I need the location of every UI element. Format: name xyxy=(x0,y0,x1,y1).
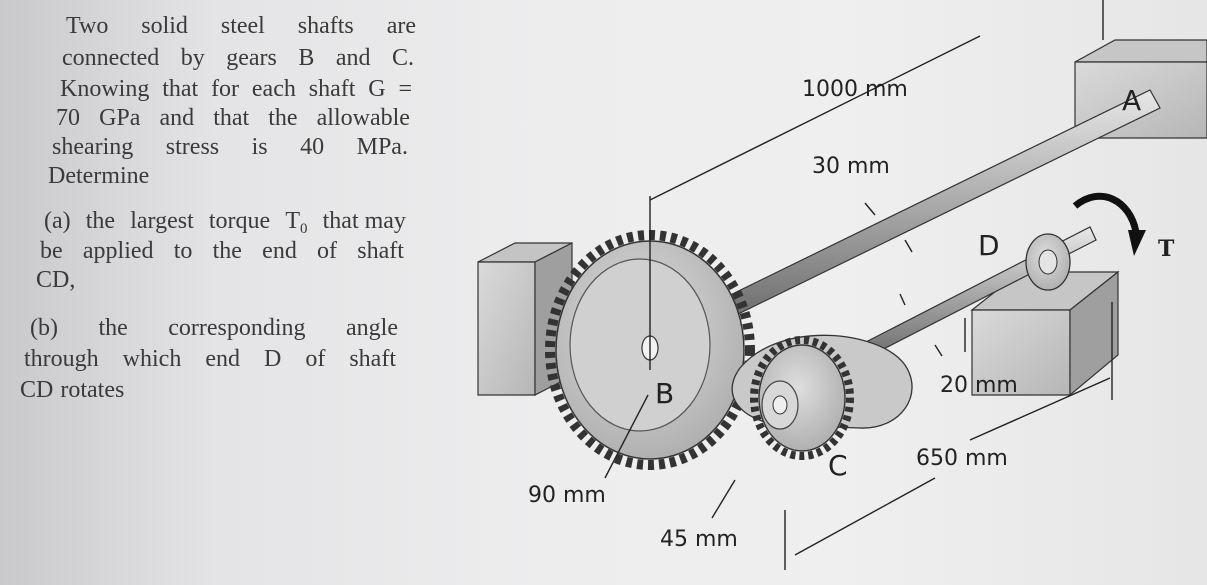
problem-line-10: (b) the corresponding angle xyxy=(30,315,398,341)
dim-length-cd: 650 mm xyxy=(916,446,1008,471)
problem-line-2: connected by gears B and C. xyxy=(62,45,414,71)
problem-line-5: shearing stress is 40 MPa. xyxy=(52,134,408,160)
problem-line-6: Determine xyxy=(48,163,150,189)
torque-subscript: 0 xyxy=(300,221,308,237)
dim-length-ab: 1000 mm xyxy=(802,77,908,102)
label-gear-c: C xyxy=(828,449,848,482)
dim-radius-c: 45 mm xyxy=(660,527,738,552)
problem-line-8: be applied to the end of shaft xyxy=(40,238,404,264)
label-end-d: D xyxy=(978,229,1000,262)
torque-symbol: T0 xyxy=(285,207,307,238)
dimension-lines xyxy=(604,0,1113,570)
torque-arrow xyxy=(1072,192,1146,256)
problem-line-9: CD, xyxy=(36,267,76,293)
problem-line-11: through which end D of shaft xyxy=(24,346,396,372)
dim-diameter-ab: 30 mm xyxy=(812,154,890,179)
gear-c xyxy=(750,336,854,460)
label-torque-t: T xyxy=(1158,236,1175,262)
dim-radius-b: 90 mm xyxy=(528,483,606,508)
collar-d xyxy=(1025,233,1071,291)
label-support-a: A xyxy=(1122,84,1141,117)
problem-line-12: CD rotates xyxy=(20,377,125,403)
problem-statement: Two solid steel shafts are connected by … xyxy=(0,0,460,585)
label-gear-b: B xyxy=(655,377,674,410)
problem-line-1: Two solid steel shafts are xyxy=(66,13,416,39)
problem-line-7: (a) the largest torque T0 that may xyxy=(44,207,406,238)
dim-diameter-cd: 20 mm xyxy=(940,373,1018,398)
problem-line-4: 70 GPa and that the allowable xyxy=(56,105,410,131)
problem-line-3: Knowing that for each shaft G = xyxy=(60,76,412,102)
